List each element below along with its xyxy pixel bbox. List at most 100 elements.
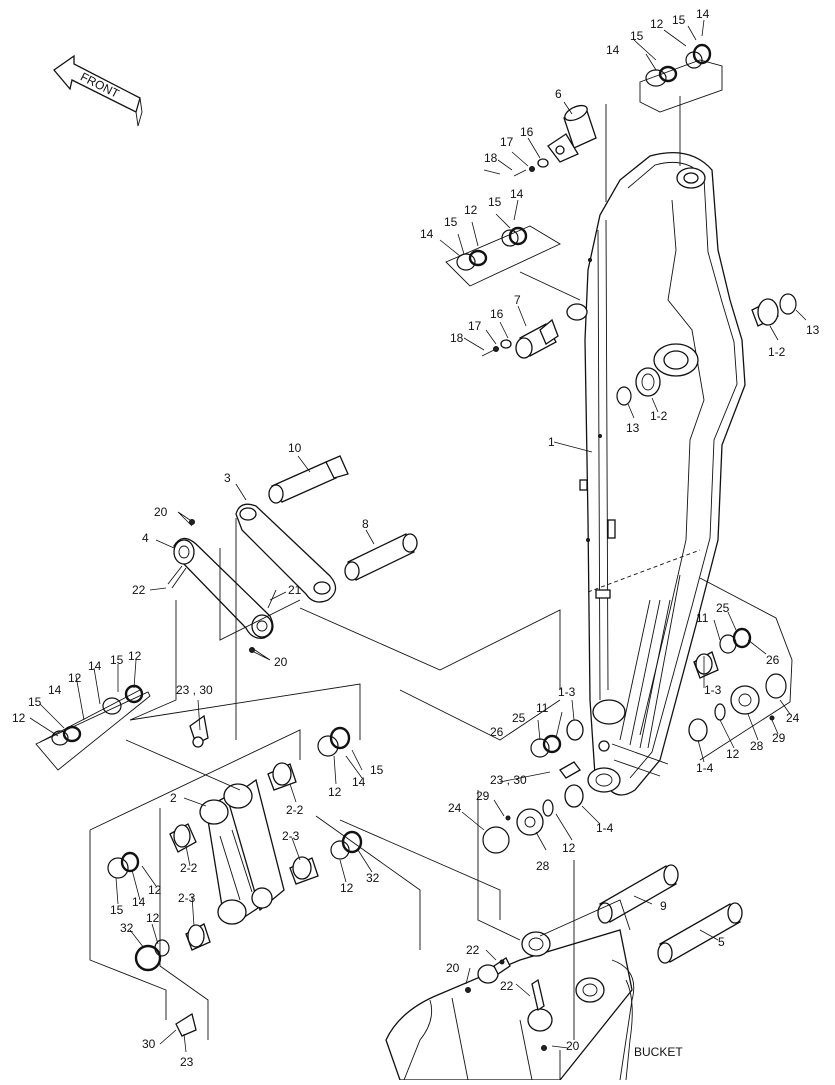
callout-15: 15 xyxy=(488,195,502,209)
seal-group-mid xyxy=(445,225,561,287)
seal-group-top xyxy=(639,43,723,113)
callout-1-4: 1-4 xyxy=(696,761,714,775)
callout-15: 15 xyxy=(672,13,686,27)
callout-10: 10 xyxy=(288,441,302,455)
assembly-lines xyxy=(89,96,793,1081)
callout-1: 1 xyxy=(548,435,555,449)
front-label: FRONT xyxy=(78,70,122,102)
bushing-1-3-right xyxy=(693,627,752,679)
callout-12: 12 xyxy=(68,671,82,685)
callout-1-3: 1-3 xyxy=(558,685,576,699)
callout-18: 18 xyxy=(484,151,498,165)
callout-3: 3 xyxy=(224,471,231,485)
callout-13: 13 xyxy=(806,323,820,337)
callout-12: 12 xyxy=(340,881,354,895)
pin-9 xyxy=(597,864,679,924)
callout-29: 29 xyxy=(476,789,490,803)
callout-12: 12 xyxy=(464,203,478,217)
callout-25: 25 xyxy=(716,601,730,615)
callout-2-3: 2-3 xyxy=(178,891,196,905)
pin-7 xyxy=(481,318,559,359)
callout-28: 28 xyxy=(536,859,550,873)
callout-23: 23 xyxy=(180,1055,194,1069)
callout-12: 12 xyxy=(328,785,342,799)
callout-14: 14 xyxy=(696,7,710,21)
callout-11: 11 xyxy=(696,611,709,625)
callout-4: 4 xyxy=(142,531,149,545)
callout-15: 15 xyxy=(110,653,124,667)
callout-26: 26 xyxy=(490,725,504,739)
callout-2: 2 xyxy=(170,791,177,805)
callout-2-2: 2-2 xyxy=(286,803,304,817)
pin-8 xyxy=(344,533,418,581)
callout-21: 21 xyxy=(288,583,302,597)
callout-32: 32 xyxy=(120,921,134,935)
callouts: 1 1-2 1-2 13 13 6 16 17 18 7 16 17 18 12… xyxy=(12,7,820,1069)
callout-22: 22 xyxy=(466,943,480,957)
callout-15: 15 xyxy=(444,215,458,229)
callout-14: 14 xyxy=(88,659,102,673)
leader-lines xyxy=(29,19,807,1053)
callout-2-3: 2-3 xyxy=(282,829,300,843)
callout-14: 14 xyxy=(606,43,620,57)
callout-15: 15 xyxy=(110,903,124,917)
callout-20: 20 xyxy=(154,505,168,519)
callout-12: 12 xyxy=(128,649,142,663)
callout-29: 29 xyxy=(772,731,786,745)
callout-12: 12 xyxy=(12,711,26,725)
grease-fitting-boom xyxy=(559,740,610,779)
callout-32: 32 xyxy=(366,871,380,885)
callout-15: 15 xyxy=(370,763,384,777)
callout-1-3: 1-3 xyxy=(704,683,722,697)
bushing-1-4-right xyxy=(688,673,787,742)
callout-16: 16 xyxy=(520,125,534,139)
callout-22: 22 xyxy=(132,583,146,597)
callout-12: 12 xyxy=(146,911,160,925)
callout-20: 20 xyxy=(274,655,288,669)
bushing-1-4-left xyxy=(482,784,584,854)
callout-12: 12 xyxy=(148,883,162,897)
link-3 xyxy=(235,503,337,603)
callout-24: 24 xyxy=(786,711,800,725)
callout-25: 25 xyxy=(512,711,526,725)
pin-6 xyxy=(513,104,597,177)
link-4 xyxy=(167,519,277,653)
callout-23-30: 23 , 30 xyxy=(176,683,213,697)
callout-22: 22 xyxy=(500,979,514,993)
callout-9: 9 xyxy=(660,899,667,913)
callout-5: 5 xyxy=(718,935,725,949)
callout-1-2: 1-2 xyxy=(768,345,786,359)
bucket-label: BUCKET xyxy=(634,1045,683,1059)
front-arrow-icon: FRONT xyxy=(53,54,143,127)
bushing-1-2-left xyxy=(616,367,661,406)
callout-12: 12 xyxy=(726,747,740,761)
callout-6: 6 xyxy=(555,87,562,101)
callout-20: 20 xyxy=(446,961,460,975)
callout-17: 17 xyxy=(468,319,482,333)
boom-arm xyxy=(566,152,746,796)
callout-14: 14 xyxy=(48,683,62,697)
callout-1-4: 1-4 xyxy=(596,821,614,835)
link-2-assembly xyxy=(169,714,319,1037)
callout-20: 20 xyxy=(566,1039,580,1053)
pin-10 xyxy=(268,455,349,504)
bushing-1-2-right xyxy=(751,293,797,327)
callout-7: 7 xyxy=(514,293,521,307)
callout-15: 15 xyxy=(28,695,42,709)
callout-15: 15 xyxy=(630,29,644,43)
callout-13: 13 xyxy=(626,421,640,435)
bushing-1-3-left xyxy=(530,719,584,758)
callout-2-2: 2-2 xyxy=(180,861,198,875)
callout-14: 14 xyxy=(510,187,524,201)
callout-12: 12 xyxy=(562,841,576,855)
callout-14: 14 xyxy=(132,895,146,909)
callout-14: 14 xyxy=(420,227,434,241)
callout-1-2: 1-2 xyxy=(650,409,668,423)
pin-5 xyxy=(657,902,743,964)
callout-18: 18 xyxy=(450,331,464,345)
callout-26: 26 xyxy=(766,653,780,667)
callout-16: 16 xyxy=(490,307,504,321)
callout-17: 17 xyxy=(500,135,514,149)
